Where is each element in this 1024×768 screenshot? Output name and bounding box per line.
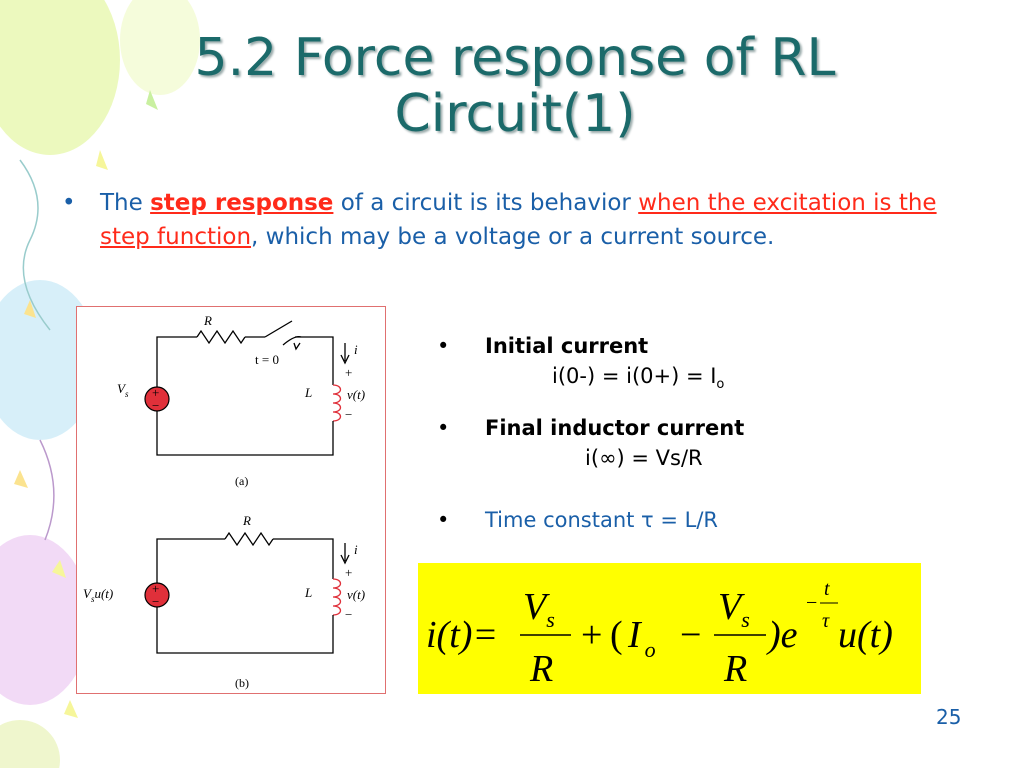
- page-number: 25: [936, 705, 962, 729]
- circuit-a-Vs-sub: s: [125, 389, 129, 399]
- eq2-num-sub: s: [741, 607, 750, 632]
- equation-numerator-V2: Vs: [718, 586, 750, 632]
- bullet-marker: •: [437, 508, 450, 532]
- circuit-a-caption: (a): [235, 474, 248, 488]
- circuit-b-Vs-sub: s: [91, 594, 95, 604]
- circuit-diagrams: + − R t = 0 i + L v(t) − Vs (a) + − R i …: [83, 313, 365, 690]
- circuit-a-current-label: i: [354, 342, 358, 357]
- main-bullet-part1: The: [100, 190, 151, 216]
- circuit-b-source-plus: +: [152, 581, 159, 596]
- circuit-b-R-label: R: [242, 513, 251, 528]
- eq2-num: V: [718, 586, 745, 628]
- circuit-a-Vs-label: Vs: [117, 381, 129, 399]
- circuit-b-L-label: L: [304, 585, 312, 600]
- eq-Io-sub: o: [645, 637, 656, 662]
- list-item-final-current: • Final inductor current i(∞) = Vs/R: [437, 416, 857, 476]
- circuit-a-plus: +: [345, 365, 352, 380]
- initial-current-expression: i(0-) = i(0+) = I: [552, 364, 717, 388]
- initial-current-formula: i(0-) = i(0+) = Io: [552, 364, 724, 392]
- circuit-diagram-frame: + − R t = 0 i + L v(t) − Vs (a) + − R i …: [76, 306, 386, 694]
- equation-denominator-R2: R: [723, 648, 747, 690]
- equation-numerator-V: Vs: [523, 586, 555, 632]
- equation-denominator-R: R: [529, 648, 553, 690]
- circuit-b-Vs-tail: u(t): [94, 586, 113, 601]
- initial-current-label: Initial current: [485, 334, 649, 358]
- initial-current-subscript: o: [716, 377, 725, 393]
- bullet-marker: •: [437, 416, 450, 440]
- title-line-2: Circuit(1): [394, 84, 636, 144]
- eq1-num: V: [523, 586, 550, 628]
- circuit-b-current-label: i: [354, 542, 358, 557]
- time-constant-label: Time constant τ = L/R: [485, 508, 718, 532]
- final-current-formula: i(∞) = Vs/R: [585, 446, 703, 470]
- circuit-a-v-label: v(t): [347, 387, 365, 402]
- main-bullet-text: The step response of a circuit is its be…: [100, 186, 940, 254]
- equation-close-e: )e: [766, 614, 798, 656]
- circuit-b: [156, 531, 350, 654]
- circuit-b-source-minus: −: [152, 594, 159, 609]
- circuit-b-caption: (b): [235, 676, 249, 690]
- final-current-label: Final inductor current: [485, 416, 745, 440]
- exponent-denominator: τ: [822, 610, 830, 632]
- circuit-b-Vs-label: Vsu(t): [83, 586, 113, 604]
- circuit-a-switch-label: t = 0: [255, 352, 279, 367]
- circuit-b-v-label: v(t): [347, 587, 365, 602]
- list-item-initial-current: • Initial current i(0-) = i(0+) = Io: [437, 334, 857, 394]
- title-line-1: 5.2 Force response of RL: [194, 28, 836, 88]
- circuit-a-source-plus: +: [152, 385, 159, 400]
- list-item-time-constant: • Time constant τ = L/R: [437, 508, 857, 538]
- circuit-b-minus: −: [345, 607, 352, 622]
- bullet-marker: •: [62, 190, 76, 216]
- main-bullet-part3: , which may be a voltage or a current so…: [251, 224, 775, 250]
- voltage-source-a-icon: [144, 386, 170, 412]
- bullet-marker: •: [437, 334, 450, 358]
- eq-Io: I: [627, 614, 643, 656]
- circuit-a-source-minus: −: [152, 398, 159, 413]
- circuit-b-Vs: V: [83, 586, 93, 601]
- voltage-source-b-icon: [144, 582, 170, 608]
- step-response-term: step response: [150, 190, 334, 216]
- circuit-a-R-label: R: [203, 313, 212, 328]
- exponent-numerator: t: [824, 578, 830, 600]
- circuit-a-minus: −: [345, 407, 352, 422]
- circuit-a-Vs: V: [117, 381, 127, 396]
- equation-open-paren: (: [610, 614, 623, 656]
- circuit-b-plus: +: [345, 565, 352, 580]
- equation-minus: −: [680, 614, 701, 656]
- eq1-num-sub: s: [546, 607, 555, 632]
- exponent-minus: −: [806, 592, 817, 614]
- circuit-a-L-label: L: [304, 385, 312, 400]
- circuit-a: [156, 320, 350, 456]
- equation-lhs: i(t)=: [426, 614, 498, 656]
- equation-plus: +: [581, 614, 602, 656]
- excitation-highlight: when the excitation is the step function: [100, 190, 937, 250]
- equation-tail: u(t): [838, 614, 893, 656]
- slide-title: 5.2 Force response of RL Circuit(1): [100, 30, 930, 142]
- main-bullet-part2: of a circuit is its behavior: [333, 190, 639, 216]
